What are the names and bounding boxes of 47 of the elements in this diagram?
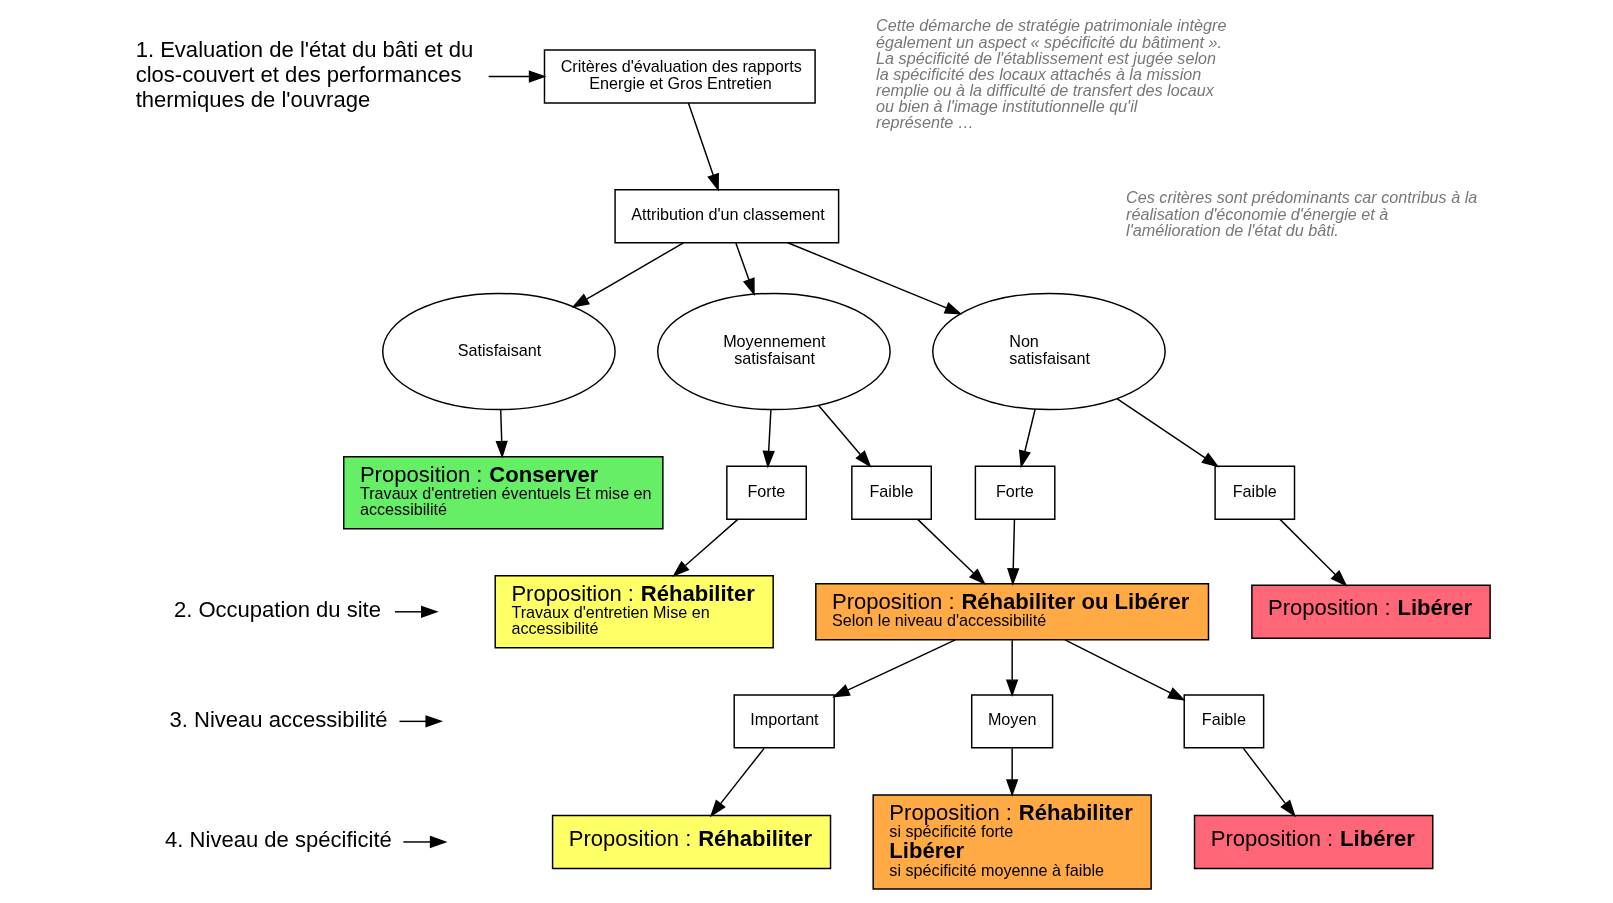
arrow [671,518,739,577]
arrow [393,605,439,618]
arrow [1063,639,1186,701]
arrow [487,70,546,83]
arrow [402,835,447,849]
node-box: Proposition : Réhabiliter ou Libérer Selon le niveau d'accessibilité [814,583,1209,641]
arrow [1006,518,1019,586]
arrow [571,242,684,308]
node-box: Attribution d'un classement [613,189,839,244]
arrow [1115,397,1219,468]
node-text: 3. Niveau accessibilité [168,706,388,732]
node-ellipse: Moyennement satisfaisant [656,292,891,411]
node-box: Forte [974,465,1056,520]
node-box: Proposition : Réhabiliter [551,814,831,870]
node-box: Proposition : Réhabiliter si spécificité forte Libérer si spécificité moyenne à faible [871,794,1152,890]
node-box: Critères d'évaluation des rapports Energie et Gros Entretien [543,49,816,104]
arrow [1005,747,1018,797]
node-text: 4. Niveau de spécificité [164,827,392,853]
arrow [1242,747,1296,818]
node-box: Faible [850,465,932,520]
arrow [709,747,765,818]
arrow [495,408,508,459]
arrow [831,639,956,698]
label: Cette démarche de stratégie patrimoniale intègre également un aspect « spécificité du bâtiment ». La spécificité de l'établissement est jugée selon la spécificité des locaux attachés à la mission remplie ou à la difficulté de transfert des locaux ou bien à l'image institutionnelle qu'il représente … [875,16,1226,132]
arrow [734,242,755,296]
node-box: Proposition : Réhabiliter Travaux d'entretien Mise en accessibilité [494,575,774,649]
node-box: Forte [725,465,807,520]
node-box: Faible [1183,694,1264,749]
node-box: Faible [1213,465,1295,520]
arrow [1005,639,1018,698]
node-box: Moyen [970,694,1053,749]
node-text: 1. Evaluation de l'état du bâti et du clos-couvert et des performances thermiques de l'ouvrage [135,36,473,112]
arrow [762,408,775,469]
arrow [687,102,719,192]
arrow [786,241,962,315]
node-box: Proposition : Conserver Travaux d'entretien éventuels Et mise en accessibilité [342,455,664,530]
arrow [916,518,986,586]
node-box: Proposition : Libérer [1250,584,1491,639]
node-text: 2. Occupation du site [173,596,381,622]
label: Ces critères sont prédominants car contribus à la réalisation d'économie d'énergie et à l'amélioration de l'état du bâti. [1125,188,1477,239]
arrow [1278,518,1347,587]
arrow [1018,408,1036,469]
arrow [398,715,443,728]
node-box: Important [732,694,835,749]
node-ellipse: Non satisfaisant [931,292,1166,411]
arrow [817,404,871,468]
node-box: Proposition : Libérer [1193,814,1433,870]
